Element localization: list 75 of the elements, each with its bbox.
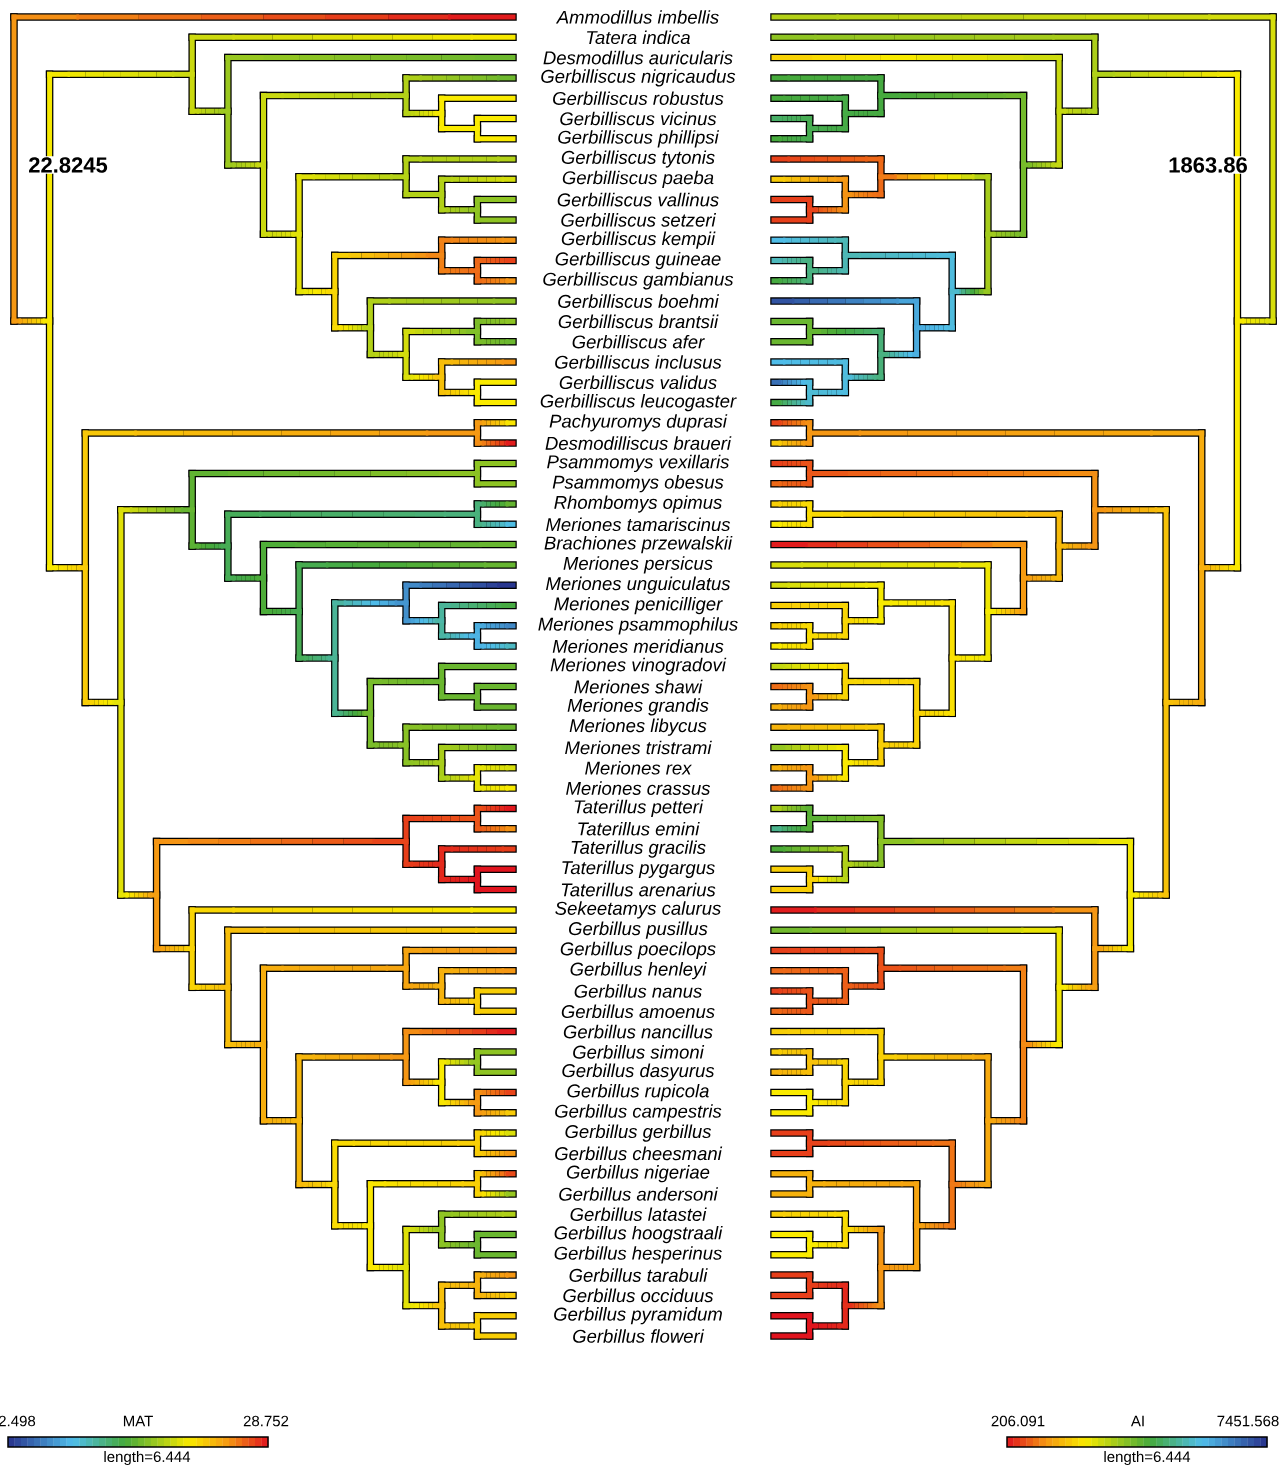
species-name: Meriones tristrami: [565, 740, 712, 755]
species-name: Gerbillus latastei: [570, 1207, 707, 1221]
species-name: Gerbillus poecilops: [560, 941, 716, 960]
species-name: Desmodilliscus braueri: [545, 436, 732, 450]
value-label: 1863.86: [1167, 156, 1249, 174]
species-name: Meriones libycus: [569, 718, 707, 736]
species-name: Gerbillus henleyi: [570, 962, 707, 980]
species-name: Taterillus pygargus: [562, 860, 715, 878]
species-name: Meriones penicilliger: [554, 596, 723, 615]
species-name: Gerbilliscus leucogaster: [540, 394, 737, 412]
species-name: Psammomys obesus: [552, 475, 724, 493]
species-name: Brachiones przewalskii: [544, 536, 733, 554]
species-name: Gerbilliscus boehmi: [558, 294, 720, 308]
species-name: Gerbilliscus setzeri: [561, 213, 716, 227]
species-name: Taterillus gracilis: [571, 840, 706, 858]
species-name: Gerbillus pusillus: [569, 921, 708, 939]
species-name: Taterillus arenarius: [561, 882, 716, 897]
species-name: Gerbilliscus brantsii: [558, 314, 719, 329]
species-name: Psammomys vexillaris: [547, 454, 730, 473]
scale-label: length=6.444: [1104, 1451, 1191, 1465]
scale-label: 7451.568: [1217, 1415, 1279, 1427]
species-name: Gerbilliscus kempii: [561, 231, 716, 249]
species-name: Gerbillus tarabuli: [569, 1268, 708, 1282]
species-name: Gerbilliscus afer: [572, 334, 705, 349]
species-name: Desmodillus auricularis: [543, 50, 733, 65]
species-name: Gerbilliscus inclusus: [555, 355, 722, 369]
species-name: Rhombomys opimus: [554, 495, 722, 513]
species-name: Meriones grandis: [567, 698, 709, 716]
species-name: Pachyuromys duprasi: [549, 414, 728, 432]
species-name: Gerbilliscus validus: [559, 375, 717, 390]
scale-label: 28.752: [243, 1415, 289, 1427]
species-name: Gerbillus hesperinus: [554, 1246, 722, 1264]
species-name: Meriones vinogradovi: [550, 657, 727, 676]
scale-label: 206.091: [991, 1415, 1045, 1427]
species-name: Gerbilliscus gambianus: [543, 272, 734, 290]
value-label: 22.8245: [27, 156, 109, 174]
species-name: Meriones shawi: [574, 679, 703, 694]
species-name: Meriones crassus: [566, 781, 711, 795]
species-name: Meriones unguiculatus: [546, 576, 731, 594]
species-name: Gerbillus gerbillus: [565, 1124, 712, 1142]
species-name: Gerbillus floweri: [573, 1329, 705, 1343]
species-name: Ammodillus imbellis: [555, 10, 719, 24]
species-name: Meriones psammophilus: [538, 617, 738, 635]
species-name: Gerbillus occiduus: [563, 1288, 714, 1303]
species-name: Gerbillus simoni: [573, 1045, 705, 1059]
species-name: Gerbilliscus phillipsi: [558, 130, 720, 148]
species-name: Gerbilliscus vallinus: [557, 192, 719, 207]
scale-label: MAT: [123, 1415, 153, 1427]
species-name: Gerbilliscus tytonis: [561, 150, 715, 168]
species-name: Taterillus petteri: [574, 799, 704, 818]
species-name: Sekeetamys calurus: [555, 901, 721, 919]
species-name: Gerbillus amoenus: [561, 1004, 715, 1019]
species-name: Gerbillus nancillus: [563, 1024, 713, 1039]
species-name: Gerbillus pyramidum: [554, 1307, 722, 1325]
species-name: Tatera indica: [587, 30, 690, 45]
species-name: Gerbillus cheesmani: [555, 1146, 723, 1161]
species-name: Gerbillus hoogstraali: [554, 1225, 723, 1244]
species-name: Meriones rex: [585, 761, 692, 775]
species-name: Meriones meridianus: [552, 639, 724, 653]
species-name: Gerbilliscus paeba: [562, 170, 714, 188]
species-name: Gerbillus dasyurus: [562, 1063, 715, 1081]
species-name: Gerbilliscus nigricaudus: [541, 69, 736, 87]
species-name: Taterillus emini: [578, 821, 700, 836]
species-name: Gerbillus rupicola: [567, 1083, 709, 1102]
scale-label: AI: [1130, 1415, 1144, 1427]
species-name: Gerbilliscus vicinus: [560, 111, 717, 126]
species-name: Gerbillus andersoni: [559, 1187, 719, 1201]
species-name: Gerbillus nigeriae: [566, 1165, 710, 1183]
species-name: Gerbilliscus guineae: [555, 251, 721, 270]
species-name: Gerbilliscus robustus: [553, 91, 724, 105]
scale-label: length=6.444: [104, 1451, 191, 1465]
species-name: Gerbillus campestris: [555, 1104, 722, 1122]
species-name: Meriones tamariscinus: [546, 517, 731, 532]
species-name: Gerbillus nanus: [574, 984, 702, 998]
species-name: Meriones persicus: [563, 556, 713, 574]
